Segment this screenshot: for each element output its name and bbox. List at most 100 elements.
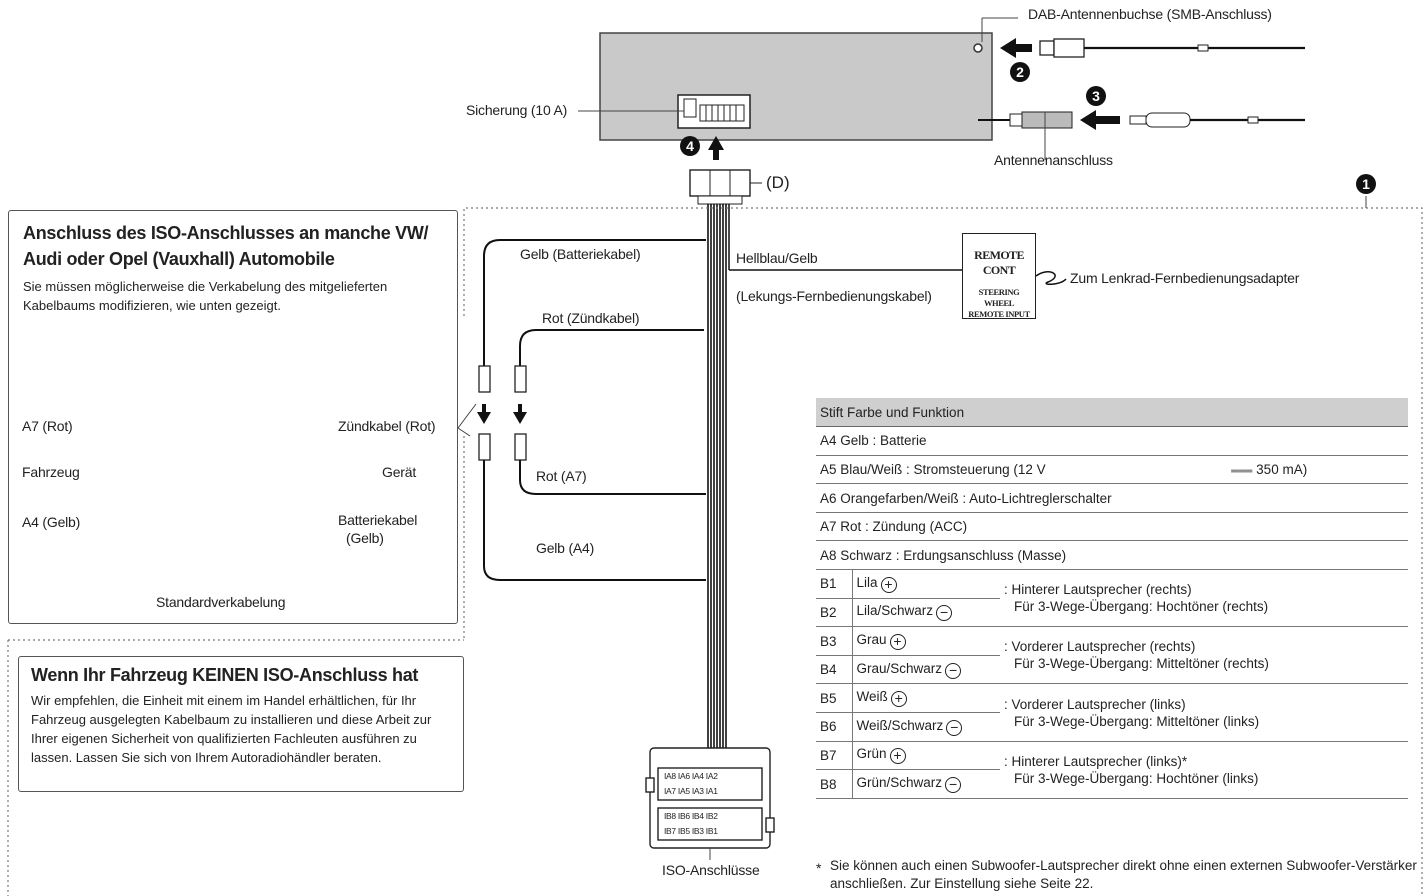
color-b8: Grün/Schwarz	[856, 775, 943, 791]
table-row: B3 Grau+ : Vorderer Lautsprecher (rechts…	[816, 626, 1408, 685]
vw-zuendkabel-label: Zündkabel (Rot)	[338, 418, 436, 434]
func2-b3-b4: Für 3-Wege-Übergang: Mitteltöner (rechts…	[1014, 656, 1269, 672]
iso-label: ISO-Anschlüsse	[662, 862, 760, 878]
step-4-badge: 4	[680, 136, 700, 156]
head-unit	[599, 32, 993, 141]
gelb-a4-label: Gelb (A4)	[536, 540, 595, 556]
connector-d	[689, 169, 751, 197]
table-row: B2 Lila/Schwarz−	[816, 598, 1408, 628]
wire-gelb-a4	[483, 460, 706, 581]
pin-b1: B1	[816, 569, 853, 599]
remote-line2: STEERING WHEEL	[978, 287, 1020, 308]
arrow-down-2	[513, 404, 527, 424]
iso-row-a-top: IA8 IA6 IA4 IA2	[664, 771, 718, 781]
minus-icon: −	[946, 719, 963, 736]
vw-box-title-2: Audi oder Opel (Vauxhall) Automobile	[23, 249, 335, 269]
dotted-frame	[463, 207, 1423, 896]
plus-icon: +	[890, 691, 907, 708]
lenkung-label: (Lekungs-Fernbedienungskabel)	[736, 288, 932, 304]
func-b3-b4: : Vorderer Lautsprecher (rechts)	[1004, 639, 1196, 655]
pin-b5: B5	[816, 683, 853, 714]
row-a4: A4 Gelb : Batterie	[816, 426, 1408, 456]
gelb-batterie-label: Gelb (Batteriekabel)	[520, 246, 641, 262]
vw-batteriekabel-label: Batteriekabel	[338, 512, 418, 528]
antenna-label: Antennenanschluss	[994, 152, 1113, 168]
iso-connector-shape	[645, 747, 775, 849]
table-header: Stift Farbe und Funktion	[816, 398, 1408, 428]
footnote-line-2: anschließen. Zur Einstellung siehe Seite…	[830, 876, 1094, 891]
color-b7: Grün	[856, 746, 887, 762]
pin-b6: B6	[816, 712, 853, 742]
iso-row-a-bottom: IA7 IA5 IA3 IA1	[664, 786, 718, 796]
vw-a7-label: A7 (Rot)	[22, 418, 73, 434]
table-row: B6 Weiß/Schwarz−	[816, 712, 1408, 742]
plus-icon: +	[889, 634, 906, 651]
plus-icon: +	[880, 576, 897, 593]
arrow-up-fuse	[708, 136, 724, 160]
no-iso-box: Wenn Ihr Fahrzeug KEINEN ISO-Anschluss h…	[18, 656, 464, 792]
footnote-line-1: Sie können auch einen Subwoofer-Lautspre…	[830, 858, 1417, 873]
remote-line3: REMOTE INPUT	[968, 309, 1030, 319]
color-b3: Grau	[856, 632, 887, 648]
connector-d-label: (D)	[766, 173, 790, 192]
pin-b2: B2	[816, 598, 853, 628]
color-b6: Weiß/Schwarz	[856, 717, 944, 733]
iso-row-b-top: IB8 IB6 IB4 IB2	[664, 811, 718, 821]
no-iso-title: Wenn Ihr Fahrzeug KEINEN ISO-Anschluss h…	[31, 665, 419, 685]
table-row: A5 Blau/Weiß : Stromsteuerung (12 V ═══ …	[816, 455, 1408, 485]
table-row: B7 Grün+ : Hinterer Lautsprecher (links)…	[816, 741, 1408, 799]
vw-box-title-1: Anschluss des ISO-Anschlusses an manche …	[23, 223, 429, 243]
row-a5: A5 Blau/Weiß : Stromsteuerung (12 V	[820, 461, 1046, 477]
minus-icon: −	[945, 777, 962, 794]
dc-symbol: ═══	[1231, 465, 1253, 477]
color-b5: Weiß	[856, 689, 888, 705]
table-row: A4 Gelb : Batterie	[816, 426, 1408, 456]
func-b5-b6: : Vorderer Lautsprecher (links)	[1004, 696, 1186, 712]
rot-a7-label: Rot (A7)	[536, 468, 587, 484]
func2-b1-b2: Für 3-Wege-Übergang: Hochtöner (rechts)	[1014, 599, 1269, 615]
pin-b8: B8	[816, 769, 853, 799]
iso-row-b-bottom: IB7 IB5 IB3 IB1	[664, 826, 718, 836]
arrow-down-1	[477, 404, 491, 424]
color-b2: Lila/Schwarz	[856, 603, 934, 619]
vw-box-body: Sie müssen möglicherweise die Verkabelun…	[23, 279, 388, 313]
step-2-badge: 2	[1010, 62, 1030, 82]
pin-b4: B4	[816, 655, 853, 685]
table-row: B4 Grau/Schwarz−	[816, 655, 1408, 685]
vw-geraet-label: Gerät	[382, 464, 417, 480]
arrow-antenna	[1080, 110, 1120, 130]
step-1-badge: 1	[1356, 174, 1376, 194]
row-a5-current: 350 mA)	[1256, 461, 1308, 477]
dab-jack	[973, 43, 983, 53]
no-iso-body: Wir empfehlen, die Einheit mit einem im …	[31, 693, 432, 765]
vw-standard-label: Standardverkabelung	[156, 594, 286, 610]
table-row: B8 Grün/Schwarz−	[816, 769, 1408, 799]
table-header-row: Stift Farbe und Funktion	[816, 398, 1408, 428]
color-b1: Lila	[856, 574, 878, 590]
footnote-mark: *	[816, 860, 822, 876]
wire-rot-zuend	[519, 329, 704, 366]
pin-b3: B3	[816, 626, 853, 656]
wire-bundle	[707, 204, 727, 748]
arrow-dab	[1000, 38, 1032, 58]
pin-b7: B7	[816, 741, 853, 771]
vw-audi-opel-box: Anschluss des ISO-Anschlusses an manche …	[8, 210, 458, 624]
plus-icon: +	[889, 748, 906, 765]
row-a8: A8 Schwarz : Erdungsanschluss (Masse)	[816, 540, 1408, 571]
fuse-label: Sicherung (10 A)	[466, 102, 568, 118]
wire-gelb-batterie	[483, 239, 706, 366]
vw-gelb-label: (Gelb)	[346, 530, 384, 546]
func-b1-b2: : Hinterer Lautsprecher (rechts)	[1004, 582, 1192, 598]
antenna-plug	[1021, 111, 1073, 129]
table-row: A6 Orangefarben/Weiß : Auto-Lichtreglers…	[816, 483, 1408, 513]
vw-a4-label: A4 (Gelb)	[22, 514, 81, 530]
lenkrad-label: Zum Lenkrad-Fernbedienungsadapter	[1070, 270, 1300, 286]
minus-icon: −	[945, 662, 962, 679]
table-row: B5 Weiß+ : Vorderer Lautsprecher (links)…	[816, 683, 1408, 742]
color-b4: Grau/Schwarz	[856, 660, 943, 676]
pin-function-table: Stift Farbe und Funktion A4 Gelb : Batte…	[816, 398, 1408, 799]
wire-rot-a7	[519, 460, 706, 495]
table-row: A7 Rot : Zündung (ACC)	[816, 512, 1408, 542]
hellblau-label: Hellblau/Gelb	[736, 250, 818, 266]
dab-plug	[1039, 40, 1055, 56]
